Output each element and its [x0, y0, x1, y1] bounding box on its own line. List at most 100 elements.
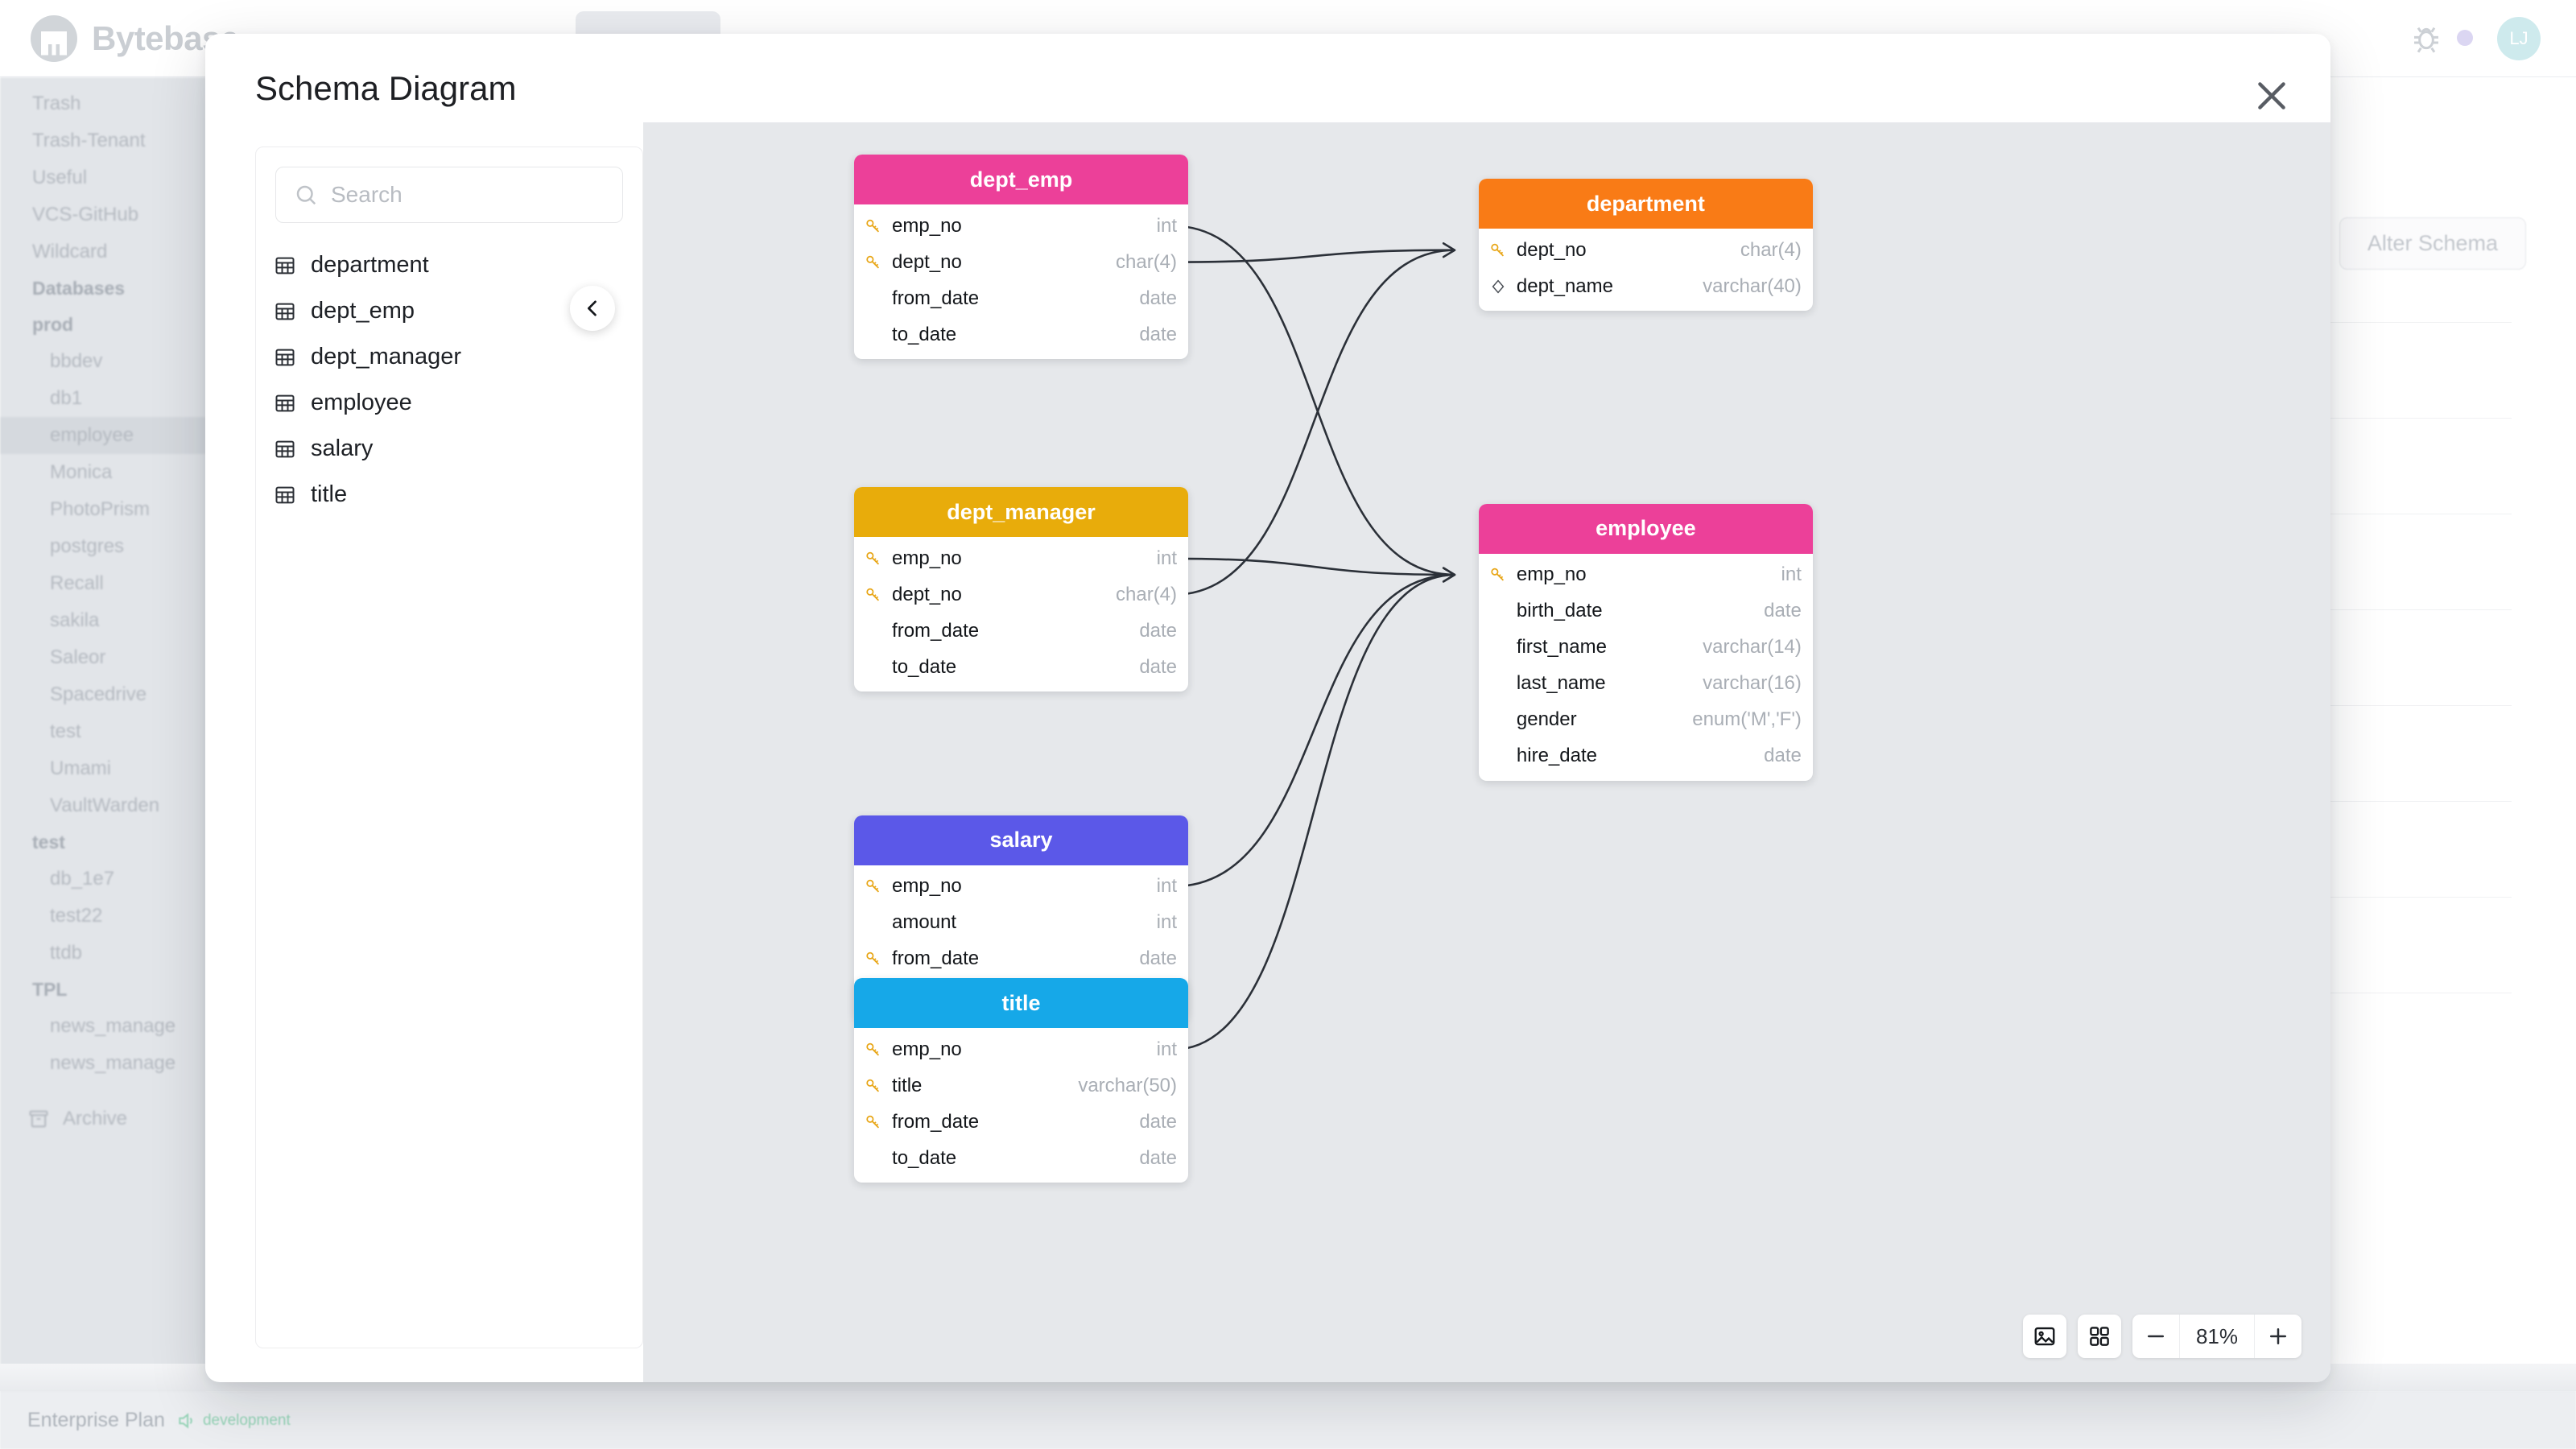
table-list-item-employee[interactable]: employee — [256, 380, 642, 426]
column-key-icon — [1489, 242, 1510, 259]
search-box[interactable] — [275, 167, 623, 223]
column-key-icon — [865, 1113, 886, 1131]
sidebar-item-tpl[interactable]: TPL — [32, 979, 68, 1000]
primary-key-icon — [866, 880, 880, 893]
sidebar-item-recall[interactable]: Recall — [50, 572, 104, 594]
table-list-item-title[interactable]: title — [256, 472, 642, 518]
column-name: from_date — [892, 619, 980, 642]
table-icon — [274, 438, 296, 460]
sidebar-item-test[interactable]: test — [32, 832, 65, 852]
column-name: emp_no — [892, 875, 962, 898]
column-name: hire_date — [1516, 745, 1597, 766]
sidebar-item-test22[interactable]: test22 — [50, 905, 103, 927]
close-icon[interactable] — [2252, 76, 2292, 116]
sidebar-item-umami[interactable]: Umami — [50, 758, 111, 779]
column-type: date — [1139, 323, 1178, 345]
table-node-header: dept_manager — [854, 487, 1189, 538]
table-list-item-label: dept_emp — [311, 298, 415, 324]
bug-icon[interactable] — [2410, 23, 2442, 55]
column-key-icon — [865, 254, 886, 271]
image-icon — [2034, 1327, 2055, 1346]
column-name: dept_no — [1516, 238, 1587, 261]
sidebar-item-spacedrive[interactable]: Spacedrive — [50, 683, 147, 705]
collapse-panel-button[interactable] — [570, 286, 615, 331]
column-key-icon — [865, 1077, 886, 1095]
column-key-icon — [865, 217, 886, 235]
sidebar-item-trash-tenant[interactable]: Trash-Tenant — [32, 130, 146, 151]
sidebar-item-sakila[interactable]: sakila — [50, 609, 100, 631]
table-list-item-label: title — [311, 481, 348, 507]
table-node-header: department — [1478, 179, 1813, 229]
column-name: emp_no — [1516, 564, 1587, 585]
column-type: varchar(40) — [1703, 275, 1802, 297]
search-input[interactable] — [331, 182, 605, 208]
table-node-header: dept_emp — [854, 155, 1189, 205]
export-image-button[interactable] — [2023, 1315, 2066, 1358]
column-name: from_date — [892, 287, 980, 309]
sidebar-item-postgres[interactable]: postgres — [50, 535, 125, 557]
primary-key-icon — [1491, 243, 1504, 257]
sidebar-item-db1[interactable]: db1 — [50, 387, 83, 409]
table-icon — [274, 484, 296, 506]
sidebar-item-useful[interactable]: Useful — [32, 167, 88, 188]
sidebar-item-test[interactable]: test — [50, 720, 81, 742]
column-type: varchar(50) — [1078, 1074, 1178, 1096]
unique-index-icon — [1492, 279, 1505, 294]
sidebar-item-db-1e7[interactable]: db_1e7 — [50, 868, 115, 890]
sidebar-item-vcs-github[interactable]: VCS-GitHub — [32, 204, 139, 225]
sidebar-item-employee[interactable]: employee — [0, 417, 206, 454]
column-type: char(4) — [1116, 583, 1178, 605]
column-type: int — [1781, 564, 1802, 585]
sidebar-item-archive[interactable]: Archive — [0, 1095, 206, 1130]
sidebar-item-trash[interactable]: Trash — [32, 93, 81, 114]
development-mode-badge: development — [176, 1410, 291, 1431]
sidebar-item-photoprism[interactable]: PhotoPrism — [50, 498, 151, 520]
column-name: dept_no — [892, 583, 962, 605]
sidebar-item-bbdev[interactable]: bbdev — [50, 350, 103, 372]
primary-key-icon — [866, 952, 880, 965]
table-list-item-department[interactable]: department — [256, 242, 642, 288]
sidebar-item-ttdb[interactable]: ttdb — [50, 942, 83, 964]
column-type: int — [1156, 547, 1178, 569]
column-name: gender — [1516, 708, 1577, 730]
column-name: from_date — [892, 947, 980, 970]
sidebar-item-saleor[interactable]: Saleor — [50, 646, 106, 668]
avatar[interactable]: LJ — [2497, 16, 2541, 60]
zoom-in-button[interactable] — [2255, 1315, 2301, 1358]
sidebar-item-prod[interactable]: prod — [32, 314, 74, 335]
sidebar-item-news-manage[interactable]: news_manage — [50, 1015, 176, 1037]
sidebar-item-news-manage[interactable]: news_manage — [50, 1052, 176, 1074]
column-name: dept_name — [1516, 275, 1613, 297]
alter-schema-button[interactable]: Alter Schema — [2339, 217, 2526, 270]
zoom-out-button[interactable] — [2132, 1315, 2179, 1358]
table-icon — [274, 254, 296, 277]
table-node-title: title — [1001, 990, 1041, 1015]
sidebar-item-wildcard[interactable]: Wildcard — [32, 241, 108, 262]
sidebar-item-vaultwarden[interactable]: VaultWarden — [50, 795, 160, 816]
table-list-item-label: dept_manager — [311, 344, 462, 369]
page-title: Schema Diagram — [255, 69, 517, 107]
table-list-item-dept_manager[interactable]: dept_manager — [256, 334, 642, 380]
sidebar-item-databases: Databases — [32, 278, 126, 299]
column-name: birth_date — [1516, 600, 1603, 621]
primary-key-icon — [866, 1042, 880, 1056]
auto-layout-button[interactable] — [2078, 1315, 2121, 1358]
column-name: last_name — [1516, 672, 1606, 694]
column-name: emp_no — [892, 214, 962, 237]
table-list-item-dept_emp[interactable]: dept_emp — [256, 288, 642, 334]
table-list-item-salary[interactable]: salary — [256, 426, 642, 472]
sidebar-item-monica[interactable]: Monica — [50, 461, 113, 483]
